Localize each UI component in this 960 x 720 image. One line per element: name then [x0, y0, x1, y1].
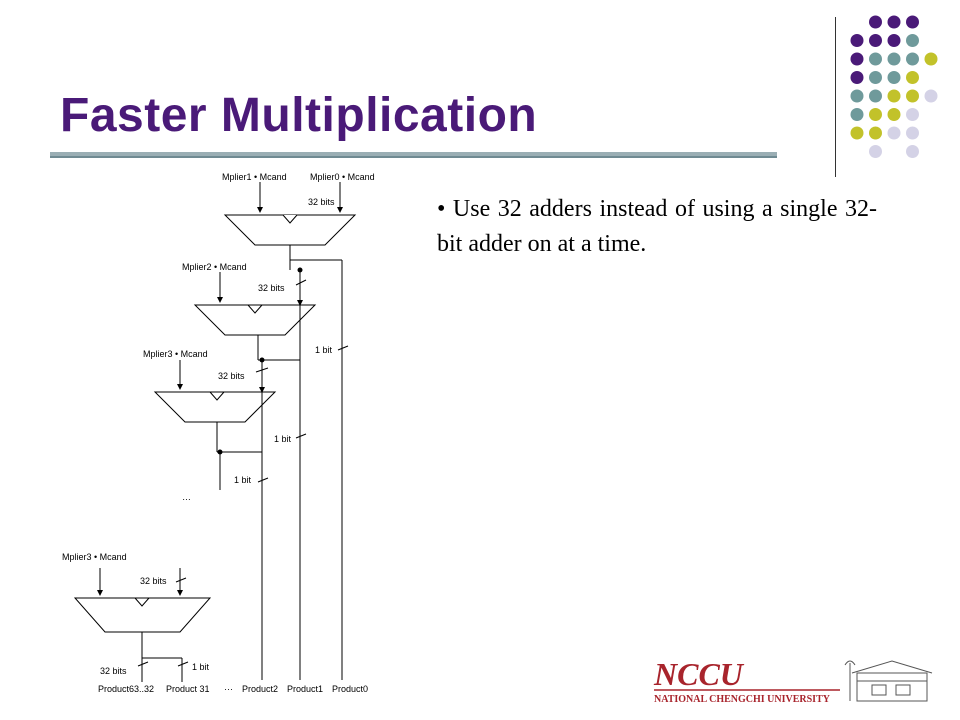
output-product0: Product0: [332, 684, 368, 694]
adder-2: [193, 304, 317, 336]
decor-dot: [924, 52, 938, 66]
adder-3: [153, 391, 277, 423]
decor-dot: [850, 126, 864, 140]
decor-dot: [906, 126, 919, 140]
output-product2: Product2: [242, 684, 278, 694]
decor-dot: [850, 108, 864, 121]
output-product63-32: Product63..32: [98, 684, 154, 694]
output-product31: Product 31: [166, 684, 210, 694]
label-ellipsis: …: [182, 492, 191, 502]
decor-dot: [869, 34, 882, 47]
decor-dot: [869, 15, 882, 29]
decor-dot: [887, 71, 901, 84]
nccu-logo: NCCU NATIONAL CHENGCHI UNIVERSITY: [653, 656, 933, 705]
decor-dot: [906, 108, 919, 121]
logo-university-name: NATIONAL CHENGCHI UNIVERSITY: [654, 694, 831, 705]
decor-dot: [869, 108, 882, 121]
label-32bits-3: 32 bits: [218, 371, 245, 381]
decor-dot: [869, 71, 882, 84]
decor-dot: [887, 34, 901, 47]
building-sketch-icon: [844, 660, 933, 702]
title-underline: [50, 152, 777, 158]
vertical-divider: [835, 17, 836, 177]
label-1bit-out: 1 bit: [192, 662, 210, 672]
decor-dot: [887, 89, 901, 103]
label-mplier-last: Mplier3 • Mcand: [62, 552, 127, 562]
label-mplier2: Mplier2 • Mcand: [182, 262, 247, 272]
label-mplier3: Mplier3 • Mcand: [143, 349, 208, 359]
decor-dot: [906, 145, 919, 158]
decor-dot: [906, 89, 919, 103]
label-32bits-last: 32 bits: [140, 576, 167, 586]
label-mplier0: Mplier0 • Mcand: [310, 172, 375, 182]
decor-dot: [906, 34, 919, 47]
decor-dot: [887, 108, 901, 121]
decor-dot: [869, 145, 882, 158]
label-32bits-1: 32 bits: [308, 197, 335, 207]
decor-dot: [887, 126, 901, 140]
decor-dot: [906, 71, 919, 84]
label-32bits-out: 32 bits: [100, 666, 127, 676]
decor-dot: [850, 89, 864, 103]
decor-dot: [850, 52, 864, 66]
label-1bit-4: 1 bit: [234, 475, 252, 485]
label-1bit-3: 1 bit: [274, 434, 292, 444]
adder-last: [73, 597, 212, 633]
decorative-dot-grid: [850, 15, 938, 158]
decor-dot: [869, 52, 882, 66]
decor-dot: [850, 34, 864, 47]
multiplier-diagram: Mplier1 • Mcand Mplier0 • Mcand 32 bits …: [62, 172, 375, 694]
logo-script: NCCU: [653, 656, 745, 692]
decor-dot: [906, 15, 919, 29]
bullet-text: • Use 32 adders instead of using a singl…: [437, 196, 877, 257]
decor-dot: [906, 52, 919, 66]
slide-title: Faster Multiplication: [60, 89, 538, 142]
output-ellipsis: ···: [224, 684, 233, 694]
decor-dot: [850, 71, 864, 84]
output-product1: Product1: [287, 684, 323, 694]
decor-dot: [924, 89, 938, 103]
decor-dot: [869, 89, 882, 103]
decor-dot: [887, 15, 901, 29]
decor-dot: [887, 52, 901, 66]
label-mplier1: Mplier1 • Mcand: [222, 172, 287, 182]
label-32bits-2: 32 bits: [258, 283, 285, 293]
adder-1: [223, 214, 357, 246]
label-1bit-2: 1 bit: [315, 345, 333, 355]
decor-dot: [869, 126, 882, 140]
